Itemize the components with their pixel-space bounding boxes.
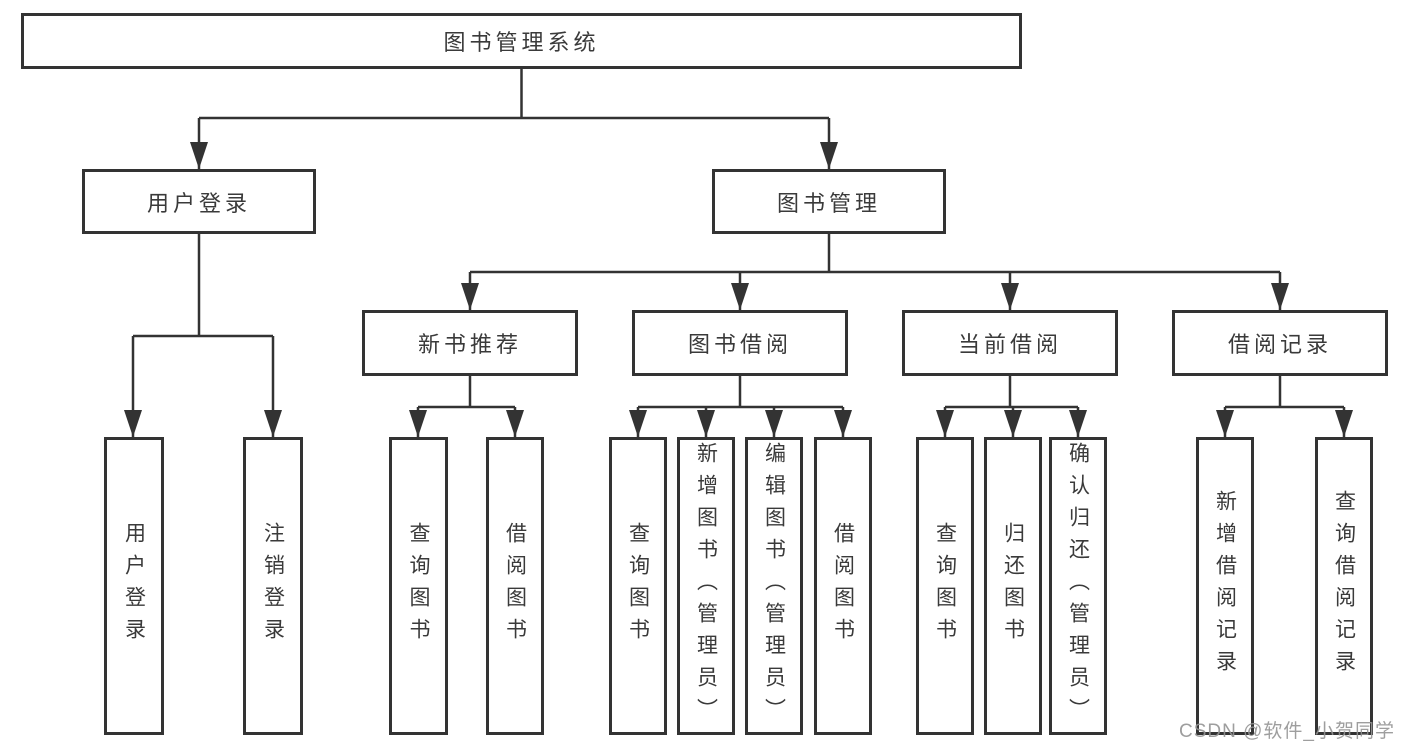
leaf-logout: 注销登录 [243, 437, 303, 735]
node-current-borrowing: 当前借阅 [902, 310, 1118, 376]
leaf-borrow-books: 借阅图书 [814, 437, 872, 735]
connector-borrow-records-children [1223, 376, 1346, 437]
node-book-management: 图书管理 [712, 169, 946, 234]
leaf-return-books: 归还图书 [984, 437, 1042, 735]
node-user-login: 用户登录 [82, 169, 316, 234]
leaf-confirm-return-admin: 确认归还（管理员） [1049, 437, 1107, 735]
connector-user-login-children [131, 233, 275, 437]
leaf-query-borrow-record: 查询借阅记录 [1315, 437, 1373, 735]
node-book-borrowing: 图书借阅 [632, 310, 848, 376]
leaf-add-borrow-record: 新增借阅记录 [1196, 437, 1254, 735]
leaf-add-books-admin: 新增图书（管理员） [677, 437, 735, 735]
arrowheads [124, 142, 1353, 437]
node-library-management-system: 图书管理系统 [21, 13, 1022, 69]
node-borrowing-records: 借阅记录 [1172, 310, 1388, 376]
connector-root-to-level2 [197, 69, 831, 169]
node-new-book-recommendation: 新书推荐 [362, 310, 578, 376]
leaf-user-login: 用户登录 [104, 437, 164, 735]
watermark: CSDN @软件_小贺同学 [1179, 721, 1395, 742]
leaf-query-books-recommend: 查询图书 [389, 437, 448, 735]
connector-book-management-children [468, 233, 1282, 310]
leaf-query-books-current: 查询图书 [916, 437, 974, 735]
connector-book-borrow-children [636, 376, 845, 437]
connector-new-book-children [416, 376, 517, 437]
leaf-edit-books-admin: 编辑图书（管理员） [745, 437, 803, 735]
leaf-query-books-borrow: 查询图书 [609, 437, 667, 735]
leaf-borrow-books-recommend: 借阅图书 [486, 437, 544, 735]
